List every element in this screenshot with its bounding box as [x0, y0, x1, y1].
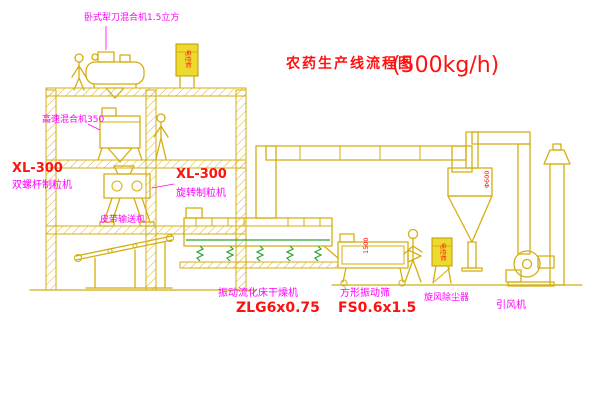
leader-lines [87, 26, 175, 189]
label-center-model: XL-300 [176, 167, 227, 182]
label-cyclone: 旋风除尘器 [424, 291, 469, 303]
label-dryer: 振动流化床干燥机 [218, 286, 298, 299]
label-center-machine: 旋转制粒机 [176, 186, 226, 199]
label-dryer-model: ZLG6x0.75 [236, 300, 320, 316]
label-screen-model: FS0.6x1.5 [338, 300, 416, 316]
label-belt-conveyor: 皮带输送机 [100, 213, 145, 225]
label-left-machine: 双螺杆制粒机 [12, 178, 72, 191]
label-top-mixer: 卧式犁刀混合机1.5立方 [84, 11, 179, 23]
square-vibrating-screen: 1500 [337, 233, 422, 287]
building-frame [29, 87, 583, 291]
fluid-bed-dryer [179, 207, 339, 269]
control-box-1-label: 电控柜 [184, 50, 192, 68]
high-speed-mixer [97, 107, 143, 163]
diagram-capacity: (500kg/h) [392, 53, 499, 78]
exhaust-stack [543, 143, 571, 286]
label-left-model: XL-300 [12, 161, 63, 176]
cyclone-dimension: Φ600 [483, 170, 491, 188]
control-box-1: 电控柜 [175, 43, 199, 89]
label-fan: 引风机 [496, 298, 526, 311]
horizontal-mixer [85, 51, 145, 99]
belt-conveyor [74, 234, 174, 289]
diagram-title: 农药生产线流程图 [285, 55, 414, 72]
control-box-2-label: 电控柜 [439, 243, 447, 261]
label-screen: 方形振动筛 [340, 286, 390, 299]
control-box-2: 电控柜 [431, 237, 453, 284]
induced-draft-fan [505, 250, 555, 287]
person-second-floor [153, 113, 169, 160]
person-ground [403, 228, 423, 283]
dryer-base [179, 261, 339, 269]
granulator [99, 165, 155, 227]
person-top-floor [71, 53, 87, 91]
exhaust-ducting [255, 145, 473, 219]
screen-dimension: 1500 [362, 237, 370, 254]
cyclone-separator: Φ600 [447, 131, 531, 272]
label-high-speed-mixer: 高速混合机350 [42, 113, 104, 125]
